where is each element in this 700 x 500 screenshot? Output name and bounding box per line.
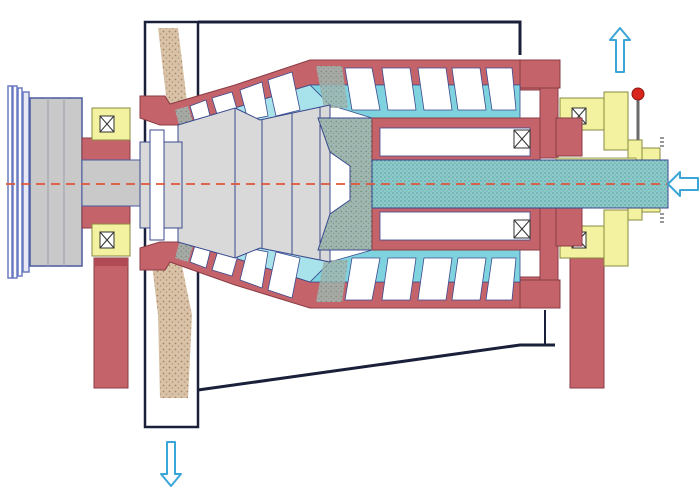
left-leg-cap: [94, 258, 128, 266]
flange-teeth: [660, 137, 664, 223]
arrow-down-icon: [160, 441, 182, 487]
left-support-leg: [93, 257, 129, 389]
right-support-leg: [569, 257, 605, 389]
knob-red: [631, 87, 645, 101]
right-bearing-block-bottom: [555, 207, 583, 247]
housing-bottom: [197, 343, 555, 392]
solids-stream-top: [158, 28, 188, 112]
housing-top: [198, 20, 522, 55]
inner-bearings: [513, 129, 531, 239]
solids-stream-bottom: [150, 246, 192, 398]
drive-pulley: [7, 85, 83, 279]
left-hub-ring: [149, 129, 165, 241]
main-shaft: [81, 159, 143, 207]
conveyor-body-right: [371, 117, 541, 251]
arrow-up-icon: [609, 27, 631, 73]
conveyor-flights-bottom: [189, 241, 517, 301]
right-bearing-block-top: [555, 117, 583, 157]
sediment-deposits: [175, 66, 348, 302]
arrow-left-icon: [667, 171, 699, 197]
control-lever: [631, 87, 645, 140]
